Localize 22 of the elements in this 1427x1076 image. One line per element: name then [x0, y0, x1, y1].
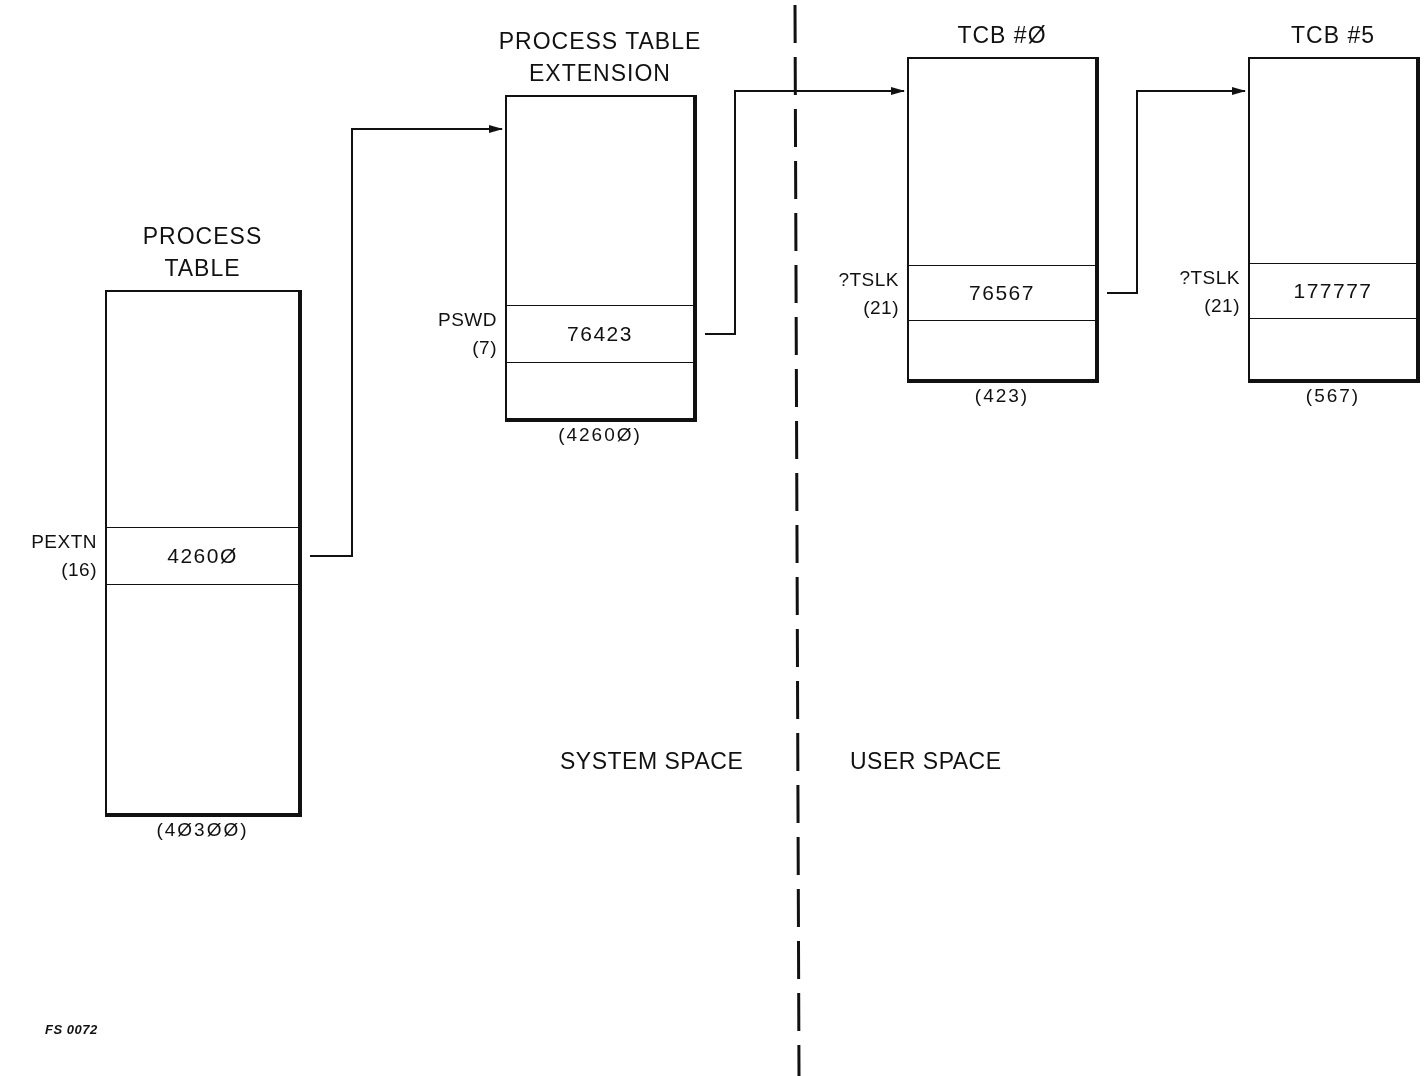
table-title: TCB #5 — [1290, 21, 1376, 50]
arrow — [309, 125, 503, 557]
arrow — [1106, 87, 1246, 294]
field-name-label: ?TSLK (21) — [1178, 266, 1240, 318]
region-label: SYSTEM SPACE — [560, 748, 744, 775]
field-name-label: ?TSLK (21) — [837, 268, 899, 320]
table-title: PROCESS TABLE EXTENSION — [497, 27, 703, 88]
address-label: (4Ø3ØØ) — [155, 819, 250, 841]
region-label: USER SPACE — [850, 748, 1002, 775]
field-value: 177777 — [1293, 279, 1373, 303]
address-label: (567) — [1304, 385, 1362, 407]
address-label: (4260Ø) — [557, 424, 643, 446]
table-title: TCB #Ø — [956, 21, 1048, 50]
field-value: 76423 — [567, 322, 633, 346]
address-label: (423) — [973, 385, 1031, 407]
field-name-label: PSWD (7) — [437, 308, 497, 360]
field-name-label: PEXTN (16) — [30, 530, 97, 582]
figure-number: FS 0072 — [45, 1022, 98, 1037]
table-title: PROCESS TABLE — [141, 222, 264, 283]
field-value: 4260Ø — [167, 544, 238, 568]
arrow — [704, 87, 905, 335]
field-value: 76567 — [969, 281, 1035, 305]
